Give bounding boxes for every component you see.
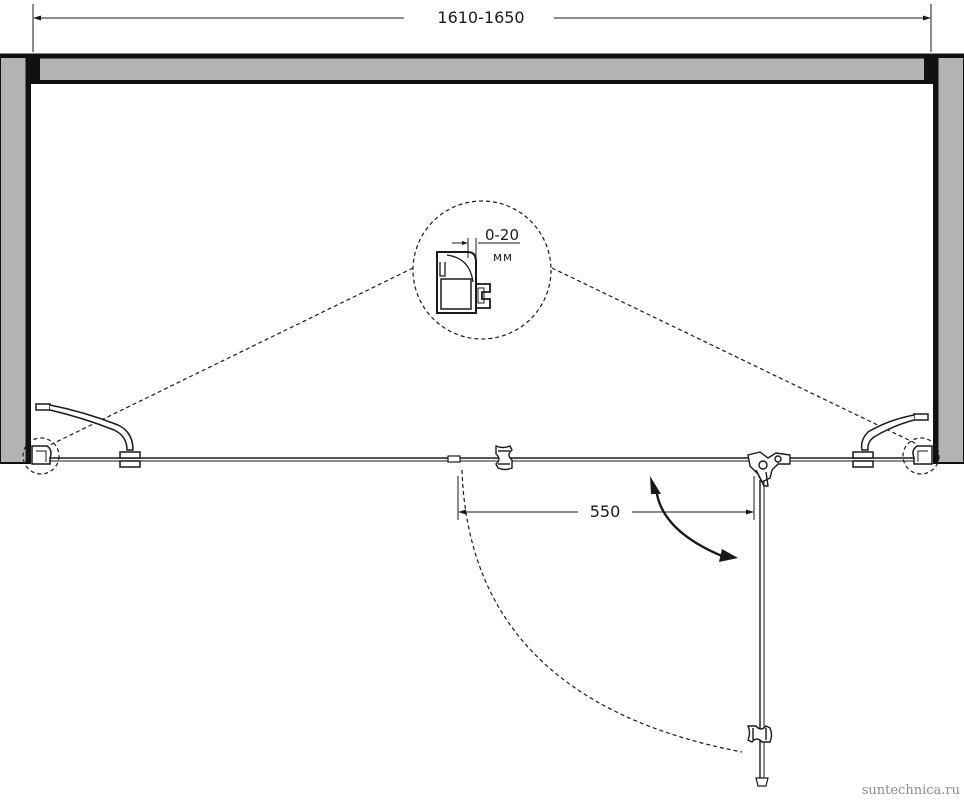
right-wall: [933, 56, 964, 464]
profile-detail-callout: 0-20 мм: [47, 200, 918, 447]
left-joint-circle: [22, 437, 60, 475]
door-opening-label: 550: [590, 502, 621, 521]
watermark-text: suntechnica.ru: [862, 783, 960, 798]
overall-width-label: 1610-1650: [437, 8, 524, 27]
fixed-glass-panel: [32, 457, 932, 462]
back-wall: [0, 54, 964, 82]
adjustment-unit-label: мм: [493, 250, 513, 264]
door-swing-arc: [461, 469, 743, 753]
door-opening-dimension: 550: [457, 476, 755, 521]
bathroom-walls: [0, 53, 964, 464]
opening-direction-arrow: [650, 476, 738, 562]
right-stabilizer-bar: [852, 413, 929, 468]
left-stabilizer-bar: [35, 403, 141, 468]
left-wall-profile: [31, 445, 52, 465]
glass-clip: [447, 455, 461, 463]
right-joint-circle: [902, 437, 940, 475]
overall-width-dimension: 1610-1650: [32, 4, 932, 52]
detail-circle: [412, 200, 552, 340]
open-door-handle: [746, 725, 773, 743]
detail-leader-left: [47, 267, 414, 447]
door-handle: [495, 444, 513, 471]
detail-leader-right: [551, 267, 918, 445]
adjustment-range-label: 0-20: [485, 226, 519, 244]
right-wall-profile: [912, 445, 933, 465]
wall-profile-section: [436, 251, 491, 314]
door-hinge: [747, 451, 791, 487]
